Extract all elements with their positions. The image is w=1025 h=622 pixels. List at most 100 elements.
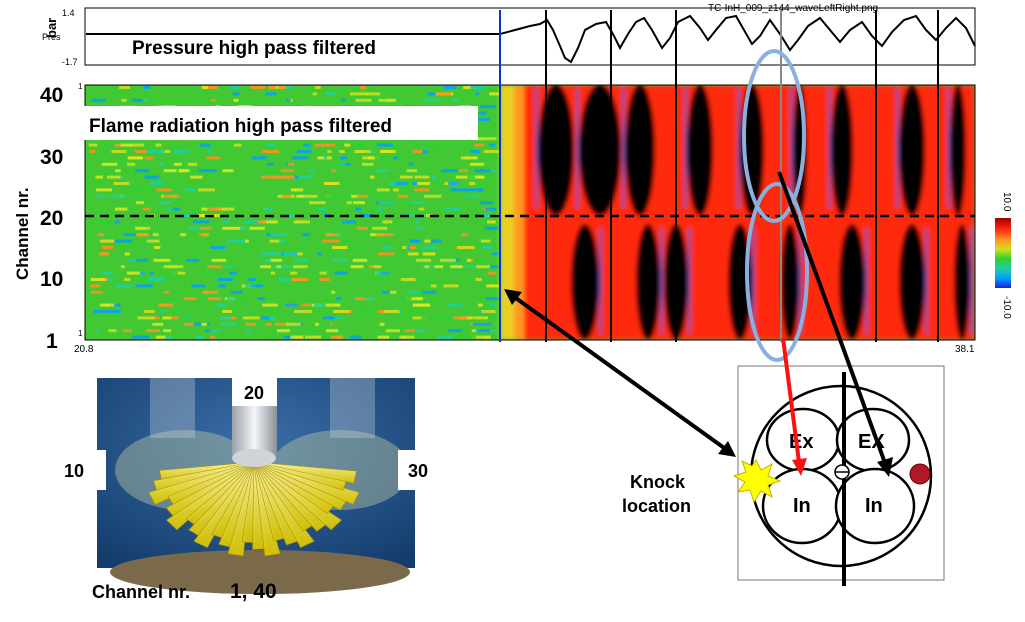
heatmap-speckle: [292, 156, 308, 160]
heatmap-speckle: [141, 226, 151, 230]
blue-edge-lower: [599, 228, 602, 334]
heatmap-speckle: [319, 271, 327, 275]
valve-label-ex-left: Ex: [789, 431, 813, 453]
heatmap-speckle: [113, 182, 130, 185]
heatmap-speckle: [126, 162, 136, 166]
injector-label-10-box: [58, 450, 106, 490]
heatmap-speckle: [268, 86, 276, 89]
injector-caption-prefix: Channel nr.: [92, 582, 190, 602]
heatmap-speckle: [308, 310, 320, 313]
black-band-upper: [579, 85, 621, 216]
heatmap-speckle: [480, 201, 493, 205]
blue-edge-upper: [535, 88, 538, 208]
heatmap-speckle: [186, 258, 200, 262]
heatmap-speckle: [192, 207, 199, 211]
heatmap-speckle: [251, 329, 267, 333]
heatmap-speckle: [242, 316, 260, 320]
heatmap-speckle: [101, 246, 114, 249]
heatmap-speckle: [124, 169, 138, 173]
heatmap-speckle: [368, 265, 376, 269]
heatmap-speckle: [379, 271, 390, 275]
black-band-upper: [899, 85, 925, 216]
black-arrow-shaft: [777, 171, 887, 464]
heatmap-speckle: [373, 214, 385, 217]
heatmap-speckle: [265, 92, 277, 96]
heatmap-speckle: [484, 226, 498, 230]
heatmap-speckle: [267, 162, 274, 166]
heatmap-speckle: [255, 239, 261, 243]
heatmap-speckle: [201, 86, 209, 89]
heatmap-speckle: [399, 175, 413, 179]
heatmap-speckle: [421, 316, 427, 320]
blue-edge-upper: [576, 88, 579, 208]
flame-ytick-1: 1: [46, 330, 58, 353]
heatmap-speckle: [209, 335, 216, 339]
heatmap-speckle: [261, 252, 278, 256]
heatmap-speckle: [260, 175, 279, 179]
heatmap-speckle: [315, 86, 321, 89]
heatmap-speckle: [217, 278, 234, 281]
heatmap-speckle: [466, 188, 481, 192]
heatmap-speckle: [381, 150, 396, 153]
heatmap-speckle: [293, 258, 309, 262]
heatmap-speckle: [299, 194, 318, 198]
heatmap-speckle: [165, 335, 173, 339]
heatmap-speckle: [472, 335, 489, 339]
heatmap-speckle: [312, 92, 317, 96]
heatmap-speckle: [187, 162, 197, 166]
heatmap-speckle: [263, 258, 271, 262]
heatmap-speckle: [354, 150, 371, 153]
heatmap-speckle: [381, 265, 391, 269]
heatmap-speckle: [210, 246, 226, 249]
heatmap-speckle: [414, 220, 420, 224]
heatmap-speckle: [439, 258, 456, 262]
heatmap-speckle: [158, 303, 174, 307]
heatmap-speckle: [131, 258, 148, 262]
heatmap-speckle: [303, 303, 311, 307]
heatmap-speckle: [276, 329, 290, 333]
heatmap-speckle: [322, 239, 340, 243]
heatmap-speckle: [480, 214, 497, 217]
injector-caption-value: 1, 40: [230, 580, 277, 603]
heatmap-speckle: [397, 194, 409, 198]
heatmap-speckle: [377, 207, 383, 211]
heatmap-speckle: [209, 329, 221, 333]
heatmap-speckle: [376, 143, 394, 147]
heatmap-speckle: [198, 233, 209, 237]
heatmap-speckle: [450, 98, 459, 102]
heatmap-speckle: [347, 246, 357, 249]
heatmap-speckle: [322, 297, 329, 301]
heatmap-speckle: [248, 278, 256, 281]
heatmap-speckle: [430, 284, 437, 288]
heatmap-speckle: [332, 322, 345, 326]
heatmap-speckle: [143, 86, 151, 89]
heatmap-speckle: [251, 156, 267, 160]
heatmap-speckle: [222, 310, 232, 313]
knock-ring-lower: [745, 182, 809, 362]
heatmap-speckle: [307, 169, 315, 173]
heatmap-speckle: [418, 207, 425, 211]
heatmap-speckle: [373, 278, 390, 281]
heatmap-speckle: [173, 310, 181, 313]
heatmap-speckle: [235, 226, 246, 230]
heatmap-speckle: [108, 278, 113, 281]
heatmap-speckle: [481, 310, 496, 313]
heatmap-speckle: [294, 175, 313, 179]
heatmap-speckle: [162, 271, 178, 275]
heatmap-speckle: [471, 329, 480, 333]
blue-edge-upper: [947, 88, 950, 208]
heatmap-speckle: [262, 220, 278, 224]
heatmap-speckle: [428, 239, 442, 243]
heatmap-speckle: [219, 316, 231, 320]
heatmap-speckle: [414, 175, 430, 179]
heatmap-speckle: [262, 303, 278, 307]
heatmap-speckle: [361, 162, 374, 166]
heatmap-speckle: [475, 92, 480, 96]
blue-edge-upper: [896, 88, 899, 208]
heatmap-speckle: [409, 246, 416, 249]
heatmap-speckle: [142, 207, 151, 211]
heatmap-speckle: [269, 239, 281, 243]
heatmap-speckle: [422, 150, 428, 153]
heatmap-speckle: [260, 207, 265, 211]
heatmap-speckle: [480, 137, 497, 141]
